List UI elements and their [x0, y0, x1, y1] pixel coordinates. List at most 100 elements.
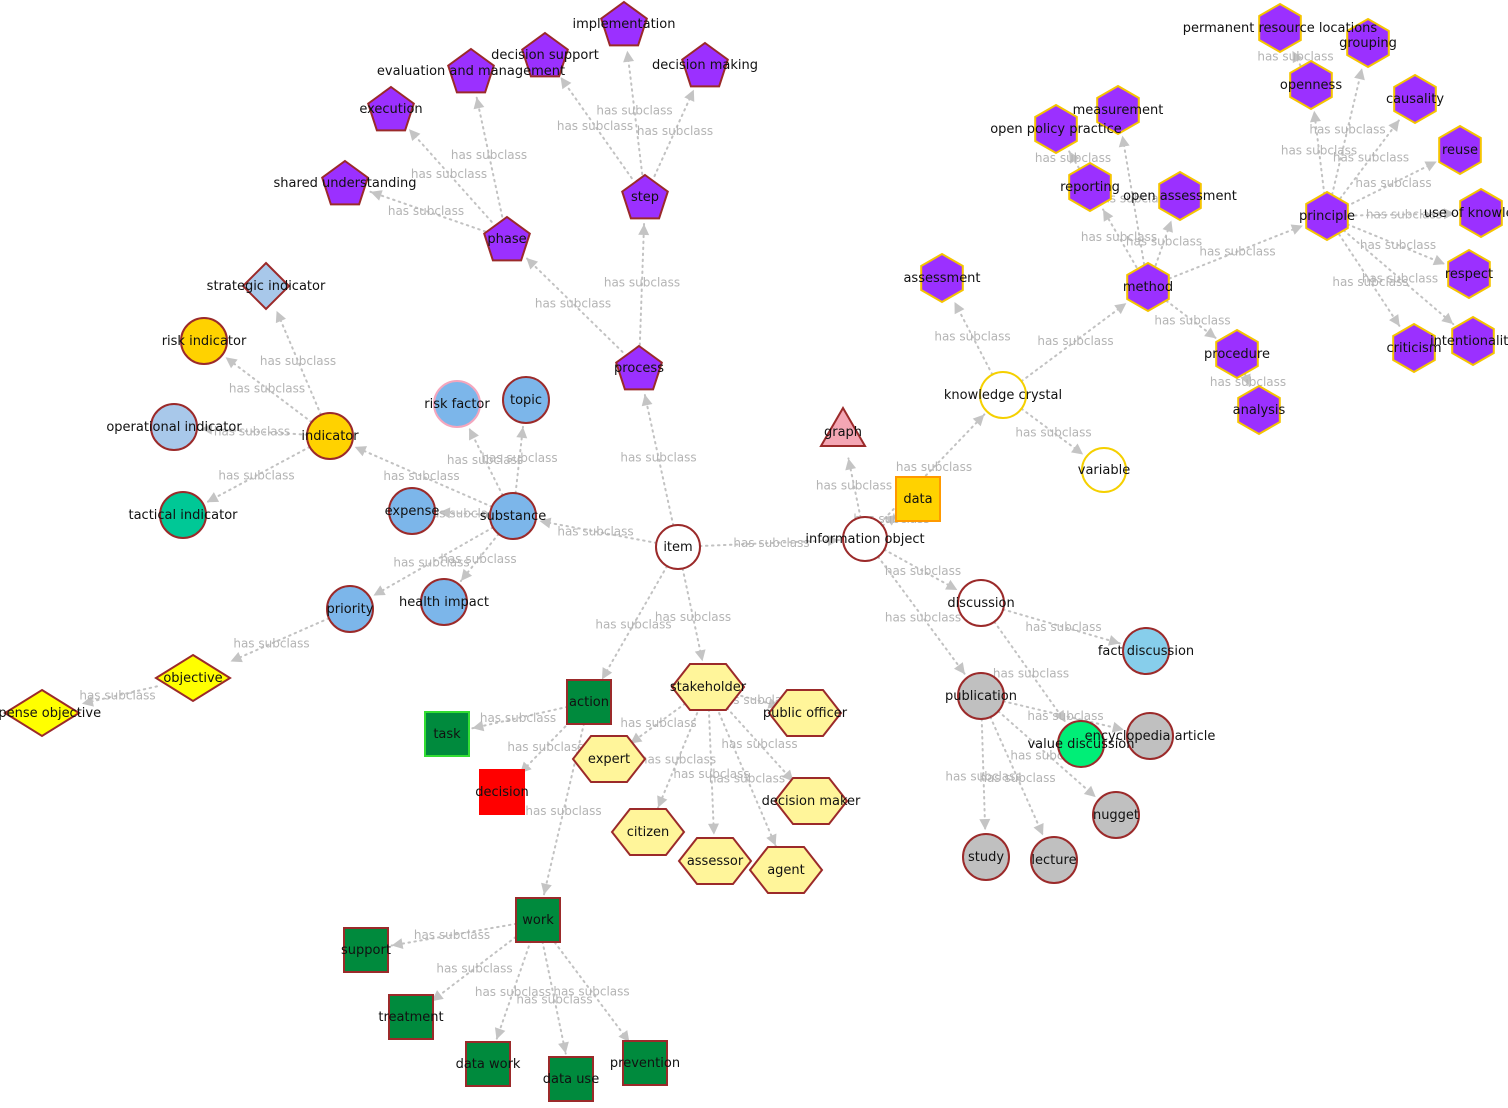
node-citizen[interactable]: [610, 808, 686, 856]
node-data-use[interactable]: [548, 1056, 594, 1102]
edge-label: has subclass: [1081, 230, 1157, 244]
node-implementation[interactable]: [600, 0, 648, 47]
node-execution[interactable]: [367, 85, 415, 132]
node-task[interactable]: [424, 711, 470, 757]
node-public-officer[interactable]: [767, 689, 843, 737]
edge-label: has subclass: [993, 667, 1069, 681]
edge-discussion-value_discussion: [993, 620, 1067, 723]
node-priority[interactable]: [326, 585, 374, 633]
node-knowledge-crystal[interactable]: [979, 371, 1027, 419]
node-analysis[interactable]: [1237, 384, 1281, 436]
node-label-topic: topic: [510, 393, 542, 408]
edge-principle-causality: [1339, 118, 1401, 200]
node-assessor[interactable]: [677, 837, 753, 885]
node-grouping[interactable]: [1346, 17, 1390, 69]
edge-label: has subclass: [557, 525, 633, 539]
node-decision-support[interactable]: [521, 31, 569, 78]
node-shared-understanding[interactable]: [321, 159, 369, 206]
node-information-object[interactable]: [842, 516, 888, 562]
node-label-expense-objective: expense objective: [0, 706, 101, 721]
node-health-impact[interactable]: [420, 578, 468, 626]
node-expert[interactable]: [571, 735, 647, 783]
node-method[interactable]: [1126, 261, 1170, 313]
node-stakeholder[interactable]: [670, 663, 746, 711]
node-permanent-resource-locations[interactable]: [1258, 2, 1302, 54]
node-assessment[interactable]: [920, 252, 964, 304]
node-label-study: study: [968, 850, 1004, 865]
node-discussion[interactable]: [957, 579, 1005, 627]
node-encyclopedia-article[interactable]: [1126, 712, 1174, 760]
node-agent[interactable]: [748, 846, 824, 894]
node-work[interactable]: [515, 897, 561, 943]
node-risk-factor[interactable]: [433, 380, 481, 428]
node-lecture[interactable]: [1030, 836, 1078, 884]
node-data[interactable]: [895, 476, 941, 522]
node-decision[interactable]: [479, 769, 525, 815]
node-item[interactable]: [655, 524, 701, 570]
node-label-action: action: [569, 695, 609, 710]
node-prevention[interactable]: [622, 1040, 668, 1086]
node-tactical-indicator[interactable]: [159, 491, 207, 539]
node-nugget[interactable]: [1092, 791, 1140, 839]
node-decision-maker[interactable]: [773, 777, 849, 825]
edge-label: has subclass: [620, 451, 696, 465]
node-action[interactable]: [566, 679, 612, 725]
node-use-of-knowledge[interactable]: [1459, 187, 1503, 239]
node-label-priority: priority: [327, 602, 374, 617]
node-label-decision-making: decision making: [652, 58, 758, 73]
node-process[interactable]: [615, 344, 663, 391]
node-strategic-indicator[interactable]: [241, 261, 291, 311]
node-label-agent: agent: [767, 863, 805, 878]
node-intentionality[interactable]: [1451, 315, 1495, 367]
node-principle[interactable]: [1305, 190, 1349, 242]
node-publication[interactable]: [957, 672, 1005, 720]
edge-arrowhead: [601, 667, 613, 680]
node-label-causality: causality: [1386, 92, 1444, 107]
node-graph[interactable]: [819, 406, 867, 447]
node-data-work[interactable]: [465, 1041, 511, 1087]
edge-arrowhead: [623, 50, 635, 63]
node-open-policy-practice[interactable]: [1034, 103, 1078, 155]
node-reporting[interactable]: [1068, 161, 1112, 213]
node-treatment[interactable]: [388, 994, 434, 1040]
node-support[interactable]: [343, 927, 389, 973]
edge-arrowhead: [1083, 785, 1096, 798]
node-measurement[interactable]: [1096, 84, 1140, 136]
node-fact-discussion[interactable]: [1122, 627, 1170, 675]
edge-arrowhead: [1290, 224, 1303, 235]
edge-item-action: [600, 565, 669, 681]
node-criticism[interactable]: [1392, 322, 1436, 374]
edge-label: has subclass: [1154, 314, 1230, 328]
node-evaluation[interactable]: [447, 47, 495, 94]
node-indicator[interactable]: [306, 412, 354, 460]
node-openness[interactable]: [1289, 59, 1333, 111]
node-expense-objective[interactable]: [3, 688, 81, 738]
node-substance[interactable]: [489, 492, 537, 540]
edge-arrowhead: [618, 1030, 630, 1043]
node-phase[interactable]: [483, 215, 531, 262]
node-value-discussion[interactable]: [1057, 720, 1105, 768]
node-label-reuse: reuse: [1442, 143, 1478, 158]
node-reuse[interactable]: [1438, 124, 1482, 176]
edge-arrowhead: [885, 514, 898, 526]
node-objective[interactable]: [154, 653, 232, 703]
node-variable[interactable]: [1081, 447, 1127, 493]
node-label-lecture: lecture: [1031, 853, 1076, 868]
edge-arrowhead: [1354, 68, 1365, 81]
node-risk-indicator[interactable]: [180, 317, 228, 365]
edge-arrowhead: [630, 732, 643, 744]
node-expense[interactable]: [388, 487, 436, 535]
node-decision-making[interactable]: [681, 41, 729, 88]
node-operational-indicator[interactable]: [150, 403, 198, 451]
node-study[interactable]: [962, 833, 1010, 881]
node-causality[interactable]: [1393, 73, 1437, 125]
node-open-assessment[interactable]: [1158, 170, 1202, 222]
node-procedure[interactable]: [1215, 328, 1259, 380]
edge-arrowhead: [560, 77, 572, 90]
edge-action-decision: [519, 716, 575, 775]
node-step[interactable]: [621, 173, 669, 220]
node-label-public-officer: public officer: [763, 706, 848, 721]
node-topic[interactable]: [502, 376, 550, 424]
edge-label: has subclass: [1015, 426, 1091, 440]
node-respect[interactable]: [1447, 248, 1491, 300]
